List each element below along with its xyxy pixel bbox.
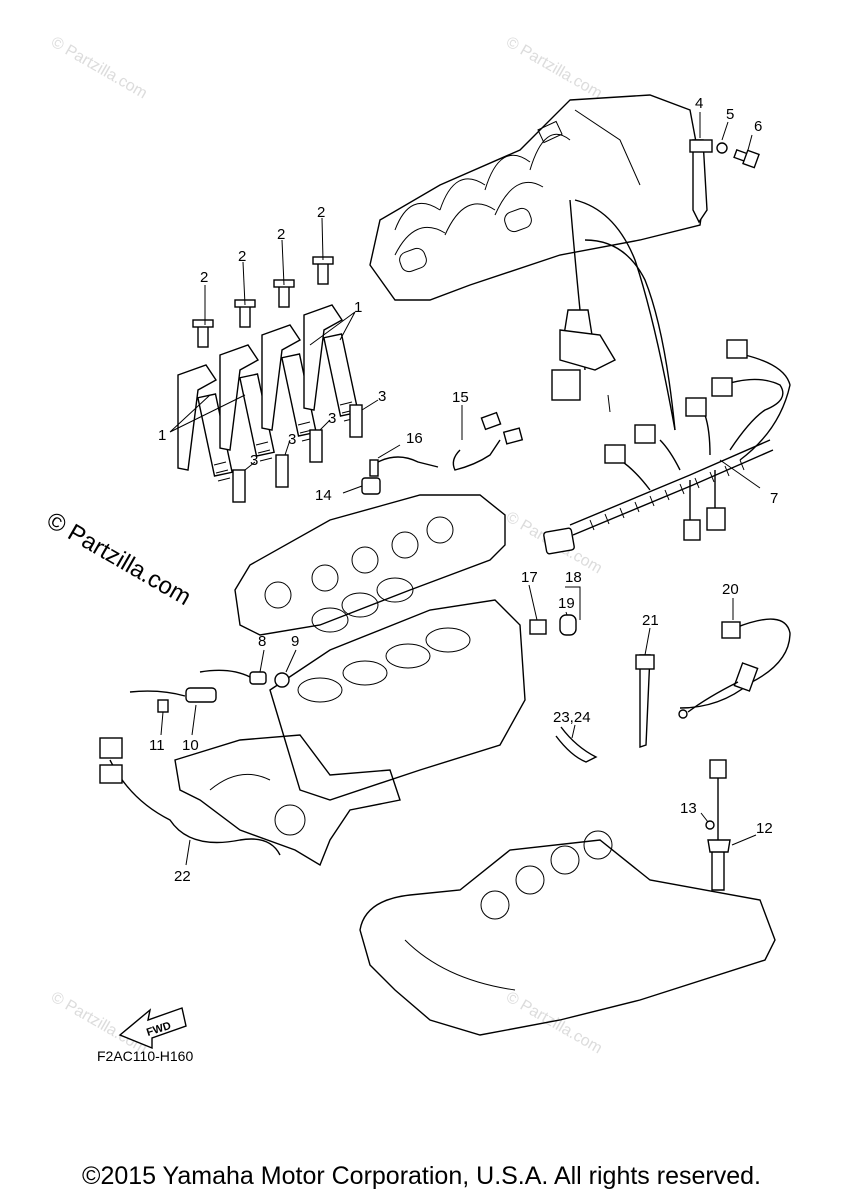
callout-10: 10	[182, 737, 199, 754]
callouts: 1 1 2 2 2 2 3 3 3 3 4 5 6 7 8 9 10 11 12…	[149, 95, 778, 885]
callout-5: 5	[726, 106, 734, 123]
spark-plugs	[232, 404, 363, 503]
callout-2: 2	[200, 269, 208, 286]
leader-lines	[160, 112, 761, 866]
callout-7: 7	[770, 490, 778, 507]
callout-1: 1	[158, 427, 166, 444]
callout-2: 2	[238, 248, 246, 265]
callout-18: 18	[565, 569, 582, 586]
callout-3: 3	[328, 410, 336, 427]
crankcase	[174, 734, 401, 867]
callout-22: 22	[174, 868, 191, 885]
callout-15: 15	[452, 389, 469, 406]
callout-12: 12	[756, 820, 773, 837]
callout-4: 4	[695, 95, 703, 112]
callout-19: 19	[558, 595, 575, 612]
parts-4-5-6	[689, 139, 760, 224]
callout-1: 1	[354, 299, 362, 316]
callout-8: 8	[258, 633, 266, 650]
exhaust-manifold	[359, 830, 776, 1036]
watermark: © Partzilla.com	[48, 34, 150, 103]
misc-parts	[99, 411, 791, 856]
watermark-main: © Partzilla.com	[42, 507, 196, 611]
callout-3: 3	[288, 431, 296, 448]
figure-code: F2AC110-H160	[97, 1048, 193, 1064]
watermark-group: © Partzilla.com © Partzilla.com © Partzi…	[48, 34, 605, 1058]
callout-6: 6	[754, 118, 762, 135]
callout-2: 2	[277, 226, 285, 243]
cylinder-head-cover	[234, 494, 506, 636]
callout-17: 17	[521, 569, 538, 586]
callout-23-24: 23,24	[553, 709, 591, 726]
callout-20: 20	[722, 581, 739, 598]
intake-manifold	[369, 94, 706, 301]
callout-3: 3	[378, 388, 386, 405]
callout-2: 2	[317, 204, 325, 221]
callout-21: 21	[642, 612, 659, 629]
watermark: © Partzilla.com	[503, 34, 605, 103]
wire-harness	[543, 199, 791, 555]
callout-3: 3	[250, 452, 258, 469]
copyright-notice: ©2015 Yamaha Motor Corporation, U.S.A. A…	[82, 1162, 761, 1190]
callout-11: 11	[149, 737, 165, 754]
watermark: © Partzilla.com	[503, 989, 605, 1058]
callout-16: 16	[406, 430, 423, 447]
callout-9: 9	[291, 633, 299, 650]
cylinder-block	[269, 577, 526, 801]
callout-13: 13	[680, 800, 697, 817]
callout-14: 14	[315, 487, 332, 504]
